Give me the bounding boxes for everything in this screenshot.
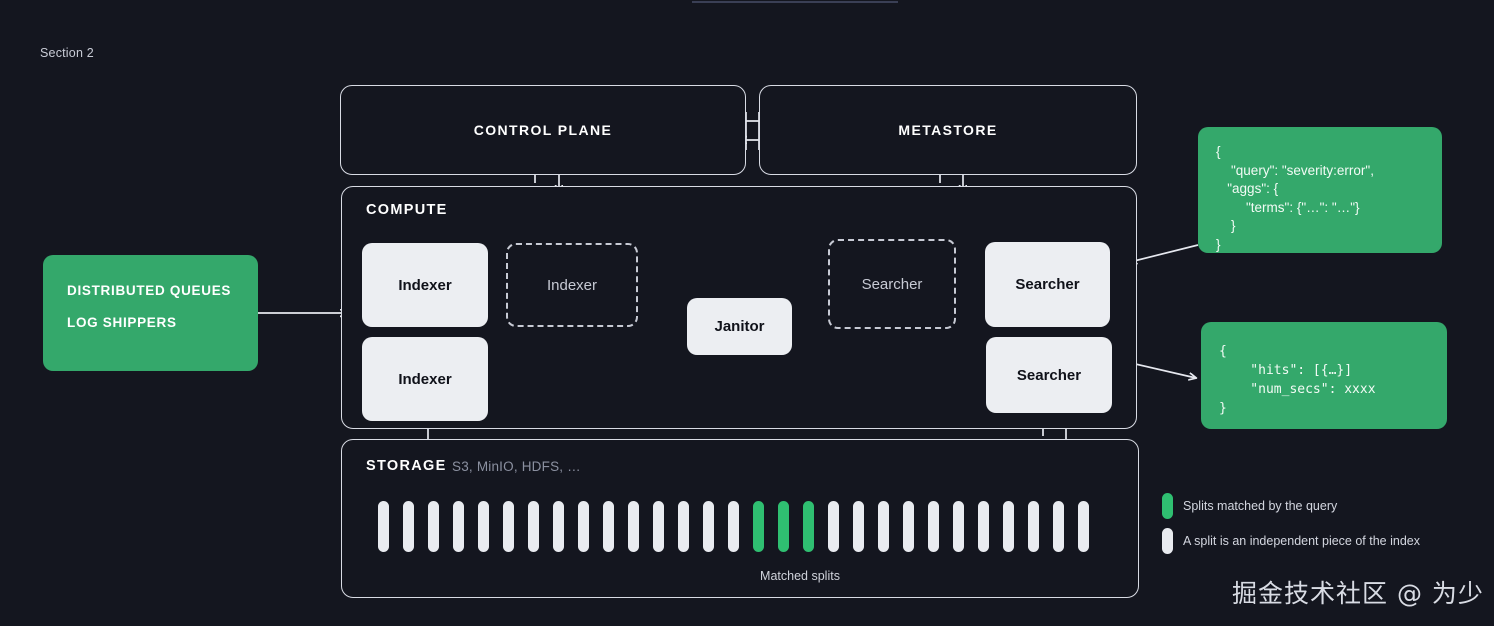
split	[1053, 501, 1064, 552]
storage-subtitle: S3, MinIO, HDFS, …	[452, 459, 581, 474]
result-json-panel: { "hits": [{…}] "num_secs": xxxx }	[1201, 322, 1447, 429]
split	[903, 501, 914, 552]
top-progress-line	[692, 1, 898, 3]
split	[1028, 501, 1039, 552]
node-searcher-ghost[interactable]: Searcher	[828, 239, 956, 329]
matched-splits-label: Matched splits	[760, 569, 840, 583]
split	[403, 501, 414, 552]
split	[578, 501, 589, 552]
legend-item-split: A split is an independent piece of the i…	[1162, 528, 1420, 554]
split	[828, 501, 839, 552]
legend-swatch-matched	[1162, 493, 1173, 519]
legend-item-matched: Splits matched by the query	[1162, 493, 1337, 519]
split	[428, 501, 439, 552]
split	[728, 501, 739, 552]
split	[953, 501, 964, 552]
split	[628, 501, 639, 552]
split-matched	[778, 501, 789, 552]
split	[653, 501, 664, 552]
split	[853, 501, 864, 552]
split	[478, 501, 489, 552]
split	[503, 501, 514, 552]
metastore-label: METASTORE	[898, 122, 998, 138]
legend-label-matched: Splits matched by the query	[1183, 499, 1338, 513]
node-indexer-2[interactable]: Indexer	[362, 337, 488, 421]
node-indexer-ghost[interactable]: Indexer	[506, 243, 638, 327]
split	[528, 501, 539, 552]
split-matched	[753, 501, 764, 552]
node-searcher-2[interactable]: Searcher	[986, 337, 1112, 413]
split	[878, 501, 889, 552]
legend-swatch-split	[1162, 528, 1173, 554]
storage-label: STORAGE	[366, 458, 447, 474]
split	[1003, 501, 1014, 552]
split	[603, 501, 614, 552]
splits-strip	[378, 501, 1103, 552]
metastore-box[interactable]: METASTORE	[759, 85, 1137, 175]
compute-label: COMPUTE	[366, 202, 448, 218]
control-plane-label: CONTROL PLANE	[473, 122, 613, 138]
split	[978, 501, 989, 552]
section-label: Section 2	[40, 46, 94, 60]
legend-label-split: A split is an independent piece of the i…	[1183, 534, 1420, 548]
node-janitor[interactable]: Janitor	[687, 298, 792, 355]
queues-line-1: DISTRIBUTED QUEUES	[67, 283, 232, 298]
split	[678, 501, 689, 552]
split	[553, 501, 564, 552]
split	[453, 501, 464, 552]
query-json-panel: { "query": "severity:error", "aggs": { "…	[1198, 127, 1442, 253]
control-plane-box[interactable]: CONTROL PLANE	[340, 85, 746, 175]
distributed-queues-panel[interactable]: DISTRIBUTED QUEUES LOG SHIPPERS	[43, 255, 258, 371]
queues-line-2: LOG SHIPPERS	[67, 315, 177, 330]
split-matched	[803, 501, 814, 552]
split	[1078, 501, 1089, 552]
split	[378, 501, 389, 552]
node-searcher-1[interactable]: Searcher	[985, 242, 1110, 327]
node-indexer-1[interactable]: Indexer	[362, 243, 488, 327]
watermark: 掘金技术社区 @ 为少	[1232, 579, 1484, 608]
split	[703, 501, 714, 552]
split	[928, 501, 939, 552]
